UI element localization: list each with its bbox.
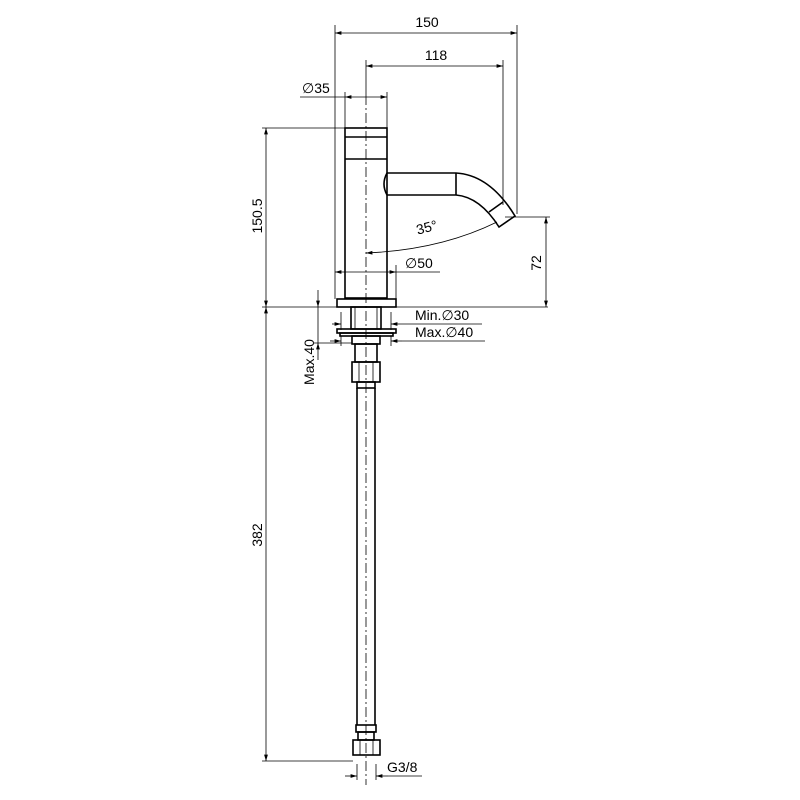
dimension-118: 118 — [365, 47, 504, 205]
tap-body — [336, 127, 397, 308]
svg-text:72: 72 — [528, 255, 544, 271]
dimension-150-5: 150.5 — [249, 127, 345, 307]
mounting-shank — [336, 306, 397, 389]
dimension-angle-35: 35° — [365, 217, 498, 255]
svg-text:382: 382 — [249, 523, 265, 547]
svg-text:G3/8: G3/8 — [387, 759, 418, 775]
svg-text:150: 150 — [415, 14, 439, 30]
svg-text:150.5: 150.5 — [249, 198, 265, 233]
dimension-150: 150 — [334, 14, 518, 299]
spout — [383, 172, 517, 229]
dimension-diameter-35: ∅35 — [300, 80, 388, 128]
svg-text:Min.∅30: Min.∅30 — [415, 307, 469, 323]
svg-text:118: 118 — [425, 47, 448, 63]
dimension-72: 72 — [505, 216, 550, 307]
dimension-g3-8: G3/8 — [345, 759, 422, 780]
svg-text:∅35: ∅35 — [302, 80, 330, 96]
svg-text:35°: 35° — [414, 217, 439, 238]
svg-text:Max.40: Max.40 — [301, 339, 317, 385]
dimension-max-40: Max.40 — [301, 290, 352, 385]
svg-text:∅50: ∅50 — [405, 255, 433, 271]
flexible-hose — [352, 388, 381, 756]
dimension-min-diameter-30: Min.∅30 — [332, 307, 482, 330]
dimension-diameter-50: ∅50 — [335, 255, 440, 299]
svg-text:Max.∅40: Max.∅40 — [415, 324, 473, 340]
dimension-max-diameter-40: Max.∅40 — [330, 324, 485, 346]
dimension-382: 382 — [249, 307, 353, 762]
